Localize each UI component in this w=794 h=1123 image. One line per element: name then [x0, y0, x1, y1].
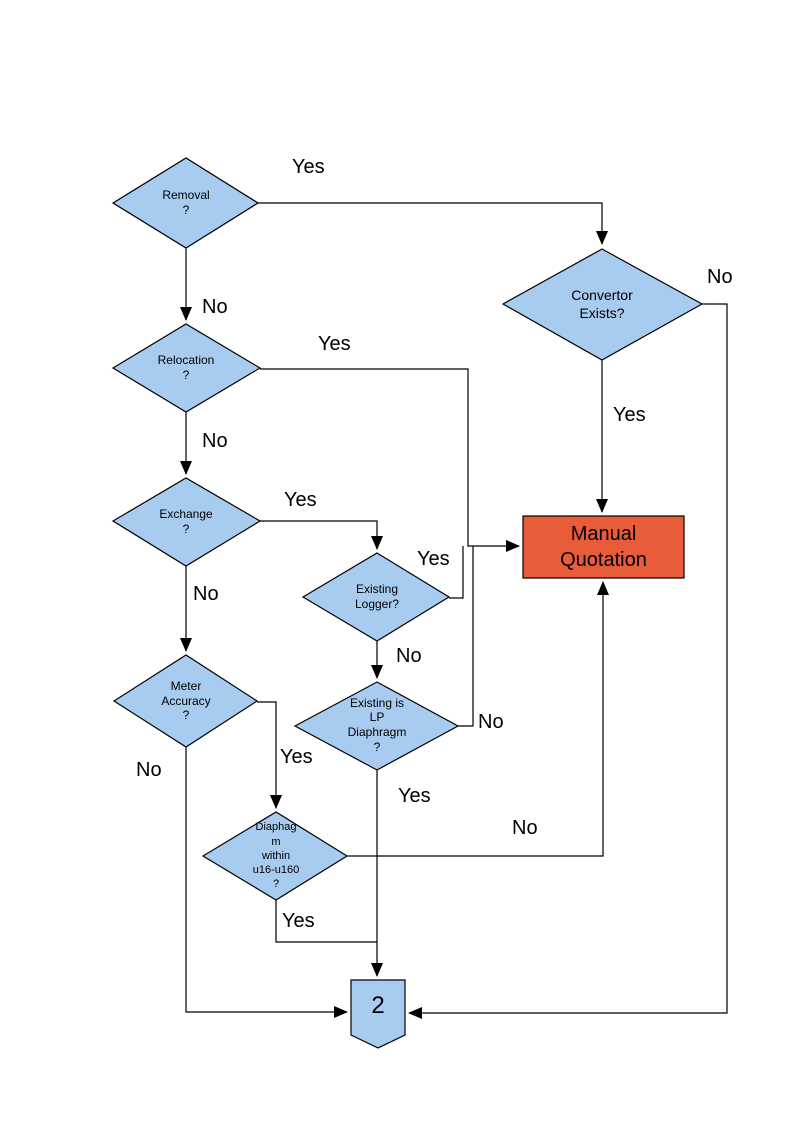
meter-accuracy-node — [112, 654, 259, 748]
edge-relocation-yes-line — [260, 368, 520, 552]
removal-node — [111, 157, 260, 249]
exchange-node — [111, 477, 262, 567]
connector-2-node — [350, 979, 406, 1049]
existing-lp-diaphragm-node — [293, 681, 460, 771]
edge-diaphragm-no-line — [347, 581, 609, 857]
manual-quotation-node — [522, 515, 685, 579]
edge-diaphragm-yes-line — [275, 900, 377, 943]
convertor-exists-node — [501, 248, 704, 361]
edge-lp-no-line — [458, 546, 474, 727]
edge-existing-logger-yes-line — [449, 546, 464, 599]
edge-convertor-no-line — [408, 303, 728, 1019]
diaphragm-within-node — [201, 811, 349, 901]
edge-removal-yes-line — [258, 202, 608, 245]
edge-meter-accuracy-no-line — [185, 747, 348, 1018]
relocation-node — [111, 323, 262, 413]
edge-exchange-yes-line — [260, 520, 383, 550]
edge-meter-accuracy-yes-line — [257, 701, 282, 809]
existing-logger-node — [301, 552, 451, 642]
